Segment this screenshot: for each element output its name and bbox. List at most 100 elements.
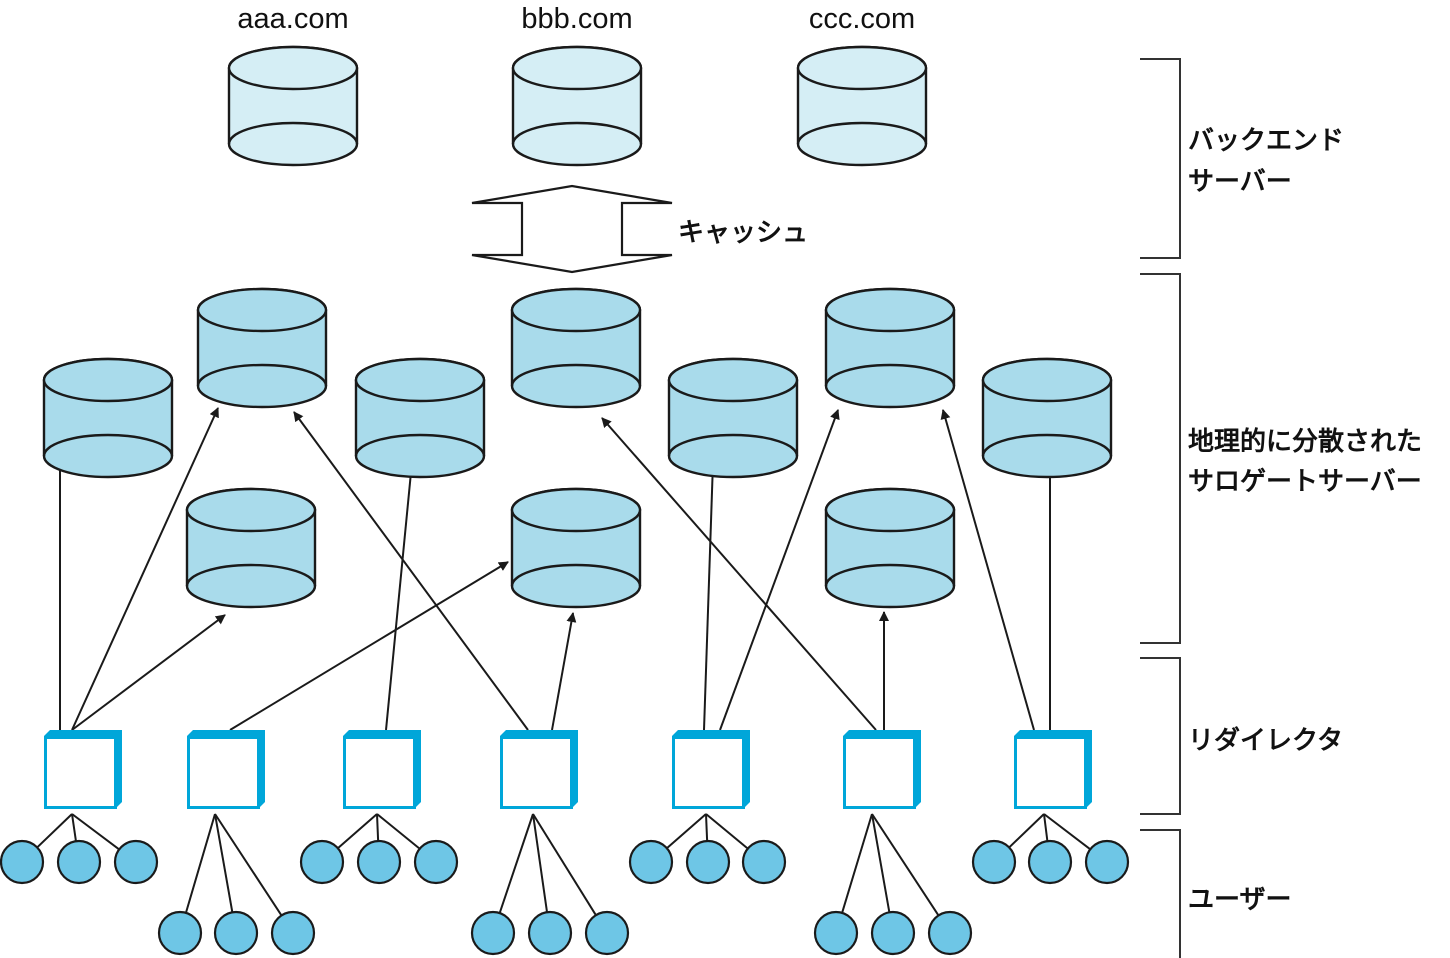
user-link — [532, 813, 597, 916]
user-link — [376, 813, 380, 842]
surrogate-server-8 — [185, 487, 317, 609]
surrogate-server-6 — [824, 287, 956, 409]
user-group-2 — [157, 813, 316, 956]
connector-arrow-5 — [385, 461, 417, 731]
backend-server-2 — [511, 45, 643, 167]
user-link — [214, 813, 234, 913]
redirector-1 — [44, 730, 122, 809]
user-link — [36, 813, 73, 849]
user-node — [927, 910, 973, 956]
redirector-2 — [187, 730, 265, 809]
user-node — [299, 839, 345, 885]
user-group-1 — [0, 813, 159, 885]
bracket-redirector — [1140, 657, 1181, 815]
surrogate-server-1 — [42, 357, 174, 479]
connector-arrow-4 — [229, 561, 509, 731]
layer-label-surrogate-line1: 地理的に分散された — [1188, 426, 1422, 457]
backend-label-bbb: bbb.com — [521, 3, 632, 35]
user-node — [813, 910, 859, 956]
user-link — [705, 813, 709, 842]
user-link — [871, 813, 940, 916]
redirector-7 — [1014, 730, 1092, 809]
user-node — [413, 839, 459, 885]
layer-label-surrogate-line2: サロゲートサーバー — [1188, 467, 1422, 497]
user-link — [666, 813, 707, 849]
connectors — [55, 407, 1055, 731]
user-link — [214, 813, 283, 916]
backend-servers — [227, 45, 928, 167]
user-link — [498, 813, 534, 914]
connector-arrow-6 — [293, 411, 529, 731]
cache-label: キャッシュ — [678, 218, 808, 248]
user-node — [470, 910, 516, 956]
user-node — [270, 910, 316, 956]
user-link — [1043, 813, 1049, 842]
connector-arrow-3 — [71, 614, 226, 731]
cache-double-arrow — [471, 184, 673, 274]
user-node — [356, 839, 402, 885]
user-link — [337, 813, 378, 849]
user-node — [584, 910, 630, 956]
surrogate-server-3 — [354, 357, 486, 479]
user-node — [628, 839, 674, 885]
user-link — [71, 813, 77, 842]
user-node — [56, 839, 102, 885]
surrogate-server-4 — [510, 287, 642, 409]
redirector-3 — [343, 730, 421, 809]
user-group-3 — [299, 813, 459, 885]
user-node — [113, 839, 159, 885]
user-node — [685, 839, 731, 885]
user-link — [1008, 813, 1045, 849]
bracket-backend — [1140, 58, 1181, 259]
user-link — [1043, 813, 1091, 851]
user-link — [184, 813, 216, 914]
connector-arrow-10 — [601, 417, 877, 731]
bracket-users — [1140, 829, 1181, 958]
redirector-4 — [500, 730, 578, 809]
surrogate-servers — [42, 287, 1113, 609]
connector-arrow-12 — [940, 409, 1035, 731]
user-link — [705, 813, 749, 850]
backend-label-ccc: ccc.com — [809, 3, 915, 35]
layer-label-backend-line2: サーバー — [1188, 167, 1292, 197]
backend-label-aaa: aaa.com — [237, 3, 348, 35]
user-group-6 — [813, 813, 973, 956]
user-node — [527, 910, 573, 956]
layer-label-backend-line1: バックエンド — [1188, 126, 1344, 156]
backend-server-1 — [227, 45, 359, 167]
user-link — [841, 813, 873, 914]
user-link — [871, 813, 891, 913]
connector-arrow-2 — [71, 407, 219, 731]
user-group-5 — [628, 813, 787, 885]
surrogate-server-5 — [667, 357, 799, 479]
users — [0, 813, 1130, 956]
user-node — [971, 839, 1017, 885]
backend-server-3 — [796, 45, 928, 167]
user-node — [1027, 839, 1073, 885]
user-node — [213, 910, 259, 956]
bracket-surrogate — [1140, 273, 1181, 644]
redirector-6 — [843, 730, 921, 809]
user-link — [376, 813, 421, 850]
user-node — [1084, 839, 1130, 885]
layer-label-redirector: リダイレクタ — [1188, 725, 1343, 756]
layer-label-users: ユーザー — [1188, 885, 1291, 915]
user-group-4 — [470, 813, 630, 956]
user-link — [532, 813, 549, 913]
surrogate-server-2 — [196, 287, 328, 409]
user-node — [870, 910, 916, 956]
connector-arrow-8 — [703, 461, 718, 731]
redirectors — [44, 730, 1092, 809]
user-node — [157, 910, 203, 956]
surrogate-server-10 — [824, 487, 956, 609]
connector-arrow-9 — [719, 409, 840, 731]
user-group-7 — [971, 813, 1130, 885]
redirector-5 — [672, 730, 750, 809]
surrogate-server-9 — [510, 487, 642, 609]
surrogate-server-7 — [981, 357, 1113, 479]
user-node — [0, 839, 45, 885]
user-link — [71, 813, 120, 851]
user-node — [741, 839, 787, 885]
connector-arrow-7 — [551, 612, 577, 731]
